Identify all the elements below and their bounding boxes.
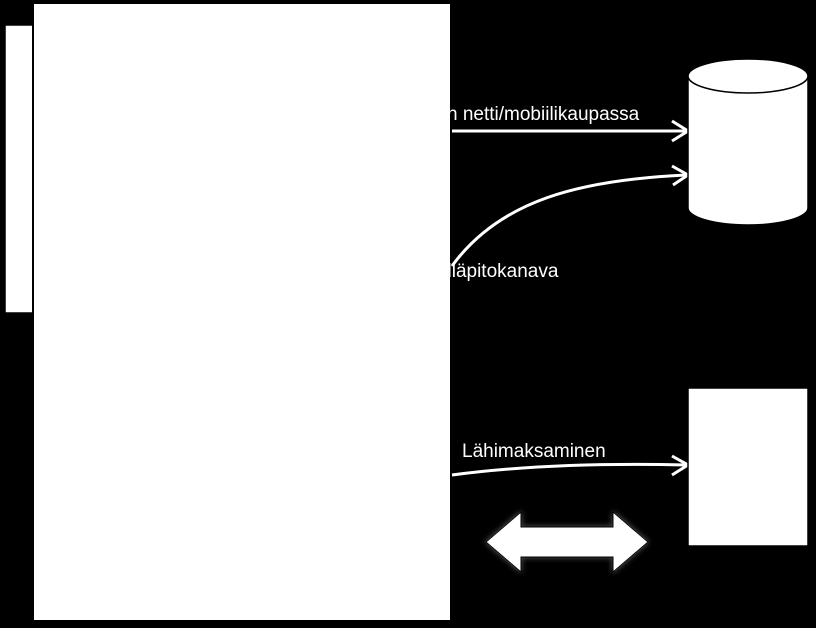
main-panel [32, 2, 452, 622]
label-yllapitokanava: ylläpitokanava [438, 261, 559, 282]
label-lahimaksaminen: Lähimaksaminen [462, 441, 606, 462]
terminal-box [687, 387, 809, 547]
arrow-yllapito [450, 164, 691, 267]
database-cylinder [687, 58, 809, 226]
label-netti-mobiilikaupassa: n netti/mobiilikaupassa [447, 104, 640, 125]
back-panel [4, 24, 36, 314]
double-arrow [485, 510, 649, 574]
